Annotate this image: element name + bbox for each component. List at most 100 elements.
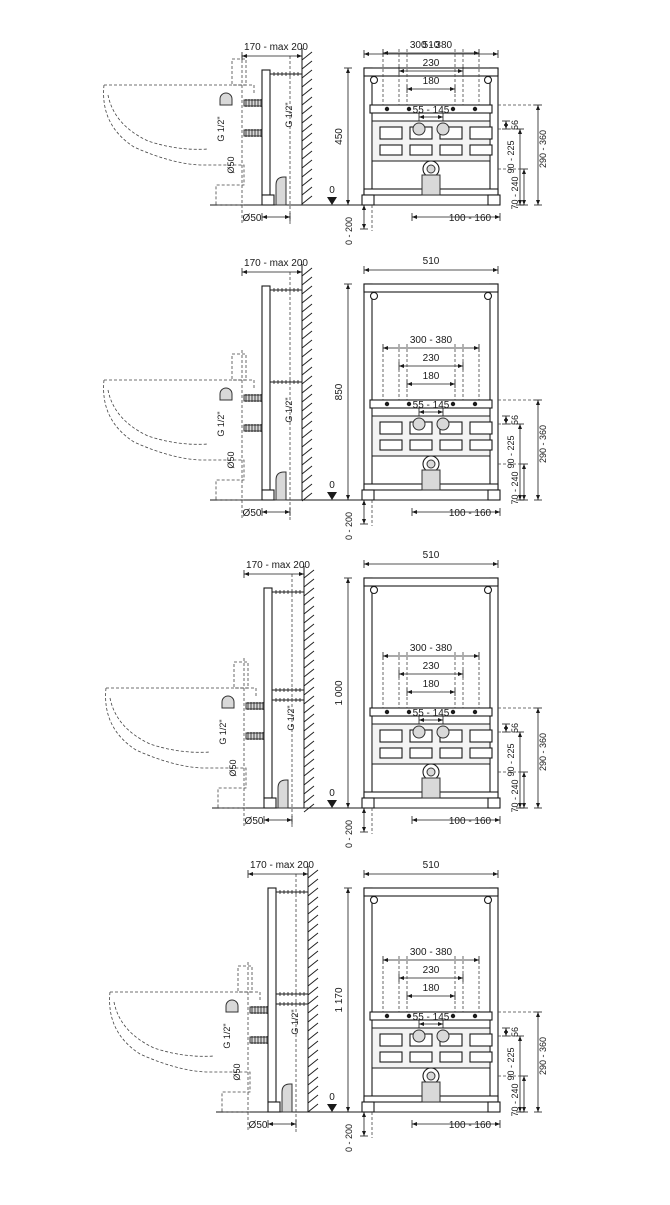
arrow-head [504,1031,508,1036]
bolt-icon [472,106,478,112]
frame-height-label: 850 [334,383,345,400]
plate-slot [469,126,493,140]
waste-outlet-core [426,767,436,777]
bolt-icon [384,106,390,112]
arrow-head [362,519,366,524]
arrow-head [458,364,463,368]
wall-hatch [303,803,315,813]
zero-level-label: 0 [329,788,335,799]
wall-hatch [307,923,319,933]
spacing-inner-label: 180 [423,371,440,382]
arrow-head [536,105,540,110]
plate-slot [439,144,463,156]
wall-hatch [301,294,313,304]
arrow-head [522,1107,526,1112]
wall-hatch [301,195,313,205]
valve-right-icon [436,417,450,431]
arrow-head [458,672,463,676]
water-connection-bottom [245,732,265,740]
arrow-head [383,346,388,350]
wall-hatch [301,69,313,79]
wall-hatch [307,950,319,960]
wall-hatch [307,941,319,951]
pipe-diameter-label: Ø50 [226,451,236,468]
valve-left-icon [412,122,426,136]
wall-hatch [303,767,315,777]
bolt-icon [384,709,390,715]
bidet-tap-icon [225,999,239,1013]
wall-hatch [307,1031,319,1041]
frame-column [261,285,271,491]
spacing-valve-label: 55 - 145 [413,708,450,719]
wall-hatch [303,758,315,768]
spacing-inner-label: 180 [423,983,440,994]
foot-left [361,194,375,206]
valve-left-icon [412,1029,426,1043]
bolt-icon [406,709,412,715]
plate-slot [469,144,493,156]
arrow-head [450,994,455,998]
plate-slot [469,439,493,451]
wall-hatch [301,438,313,448]
frame-right-post [489,283,499,491]
wall-hatch [303,614,315,624]
wall-hatch [301,357,313,367]
arrow-head [522,169,526,174]
arrow-head [285,510,290,514]
water-connection-top [243,99,263,107]
dim-70-240-label: 70 - 240 [510,779,520,812]
wall-hatch [303,713,315,723]
foot-right [487,194,501,206]
wall-hatch [303,695,315,705]
arrow-head [518,129,522,134]
wall-hatch [301,339,313,349]
arrow-head [518,200,522,205]
wall-hatch [307,1085,319,1095]
arrow-head [504,727,508,732]
frame-top-rail [363,887,499,897]
water-connection-bottom [243,424,263,432]
waste-pipe [277,779,289,809]
tap-body-outline [231,58,247,86]
arrow-head [522,464,526,469]
level-marker-icon [327,1104,337,1112]
bidet-bowl-line [107,389,209,445]
wall-hatch [303,650,315,660]
wall-hatch [301,492,313,502]
frame-left-post [363,283,373,491]
wall-hatch [301,96,313,106]
wall-hatch [307,896,319,906]
spacing-mid-label: 230 [423,965,440,976]
arrow-head [346,200,350,205]
thread-label: G 1/2" [216,411,226,436]
arrow-head [383,654,388,658]
wall-hatch [307,1004,319,1014]
arrow-head [244,572,249,576]
foot-right [487,797,501,809]
wall-hatch [301,474,313,484]
arrow-head [407,87,412,91]
arrow-head [458,69,463,73]
waste-pipe-front [421,469,441,491]
wall-hatch [303,740,315,750]
arrow-head [362,500,366,505]
water-connection-bottom [243,129,263,137]
wall-hatch [301,321,313,331]
wall-hatch [307,1094,319,1104]
bolt-icon [384,401,390,407]
bidet-outline [103,84,255,206]
dim-290-360-label: 290 - 360 [538,130,548,168]
frame-foot [261,194,275,206]
arrow-head [518,495,522,500]
plate-slot [469,729,493,743]
arrow-head [242,54,247,58]
dim-90-225-label: 90 - 225 [506,1047,516,1080]
wall-hatch [301,132,313,142]
dim-0-200-label: 0 - 200 [344,512,354,540]
plate-slot [379,439,403,451]
wall-hatch [307,1103,319,1113]
